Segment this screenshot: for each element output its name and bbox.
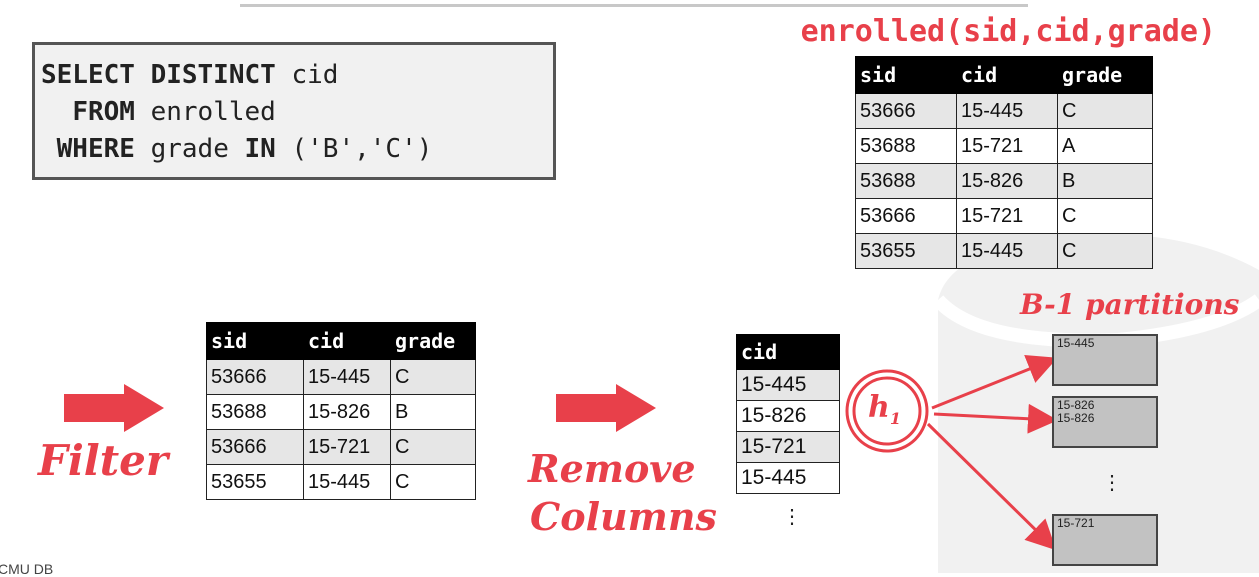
remove-columns-arrow-icon (556, 384, 656, 432)
in-keyword: IN (244, 134, 276, 164)
relation-title: enrolled(sid,cid,grade) (800, 14, 1216, 49)
sid-cell: 53666 (206, 429, 304, 465)
cid-cell: 15-721 (956, 128, 1058, 164)
table-row: 15-445 (736, 462, 840, 494)
grade-cell: C (1057, 93, 1153, 129)
projected-ellipsis: ⋮ (782, 506, 802, 528)
sid-cell: 53688 (855, 128, 957, 164)
partition-2: 15-826 15-826 (1052, 396, 1158, 448)
top-divider (240, 4, 1028, 7)
partition-1: 15-445 (1052, 334, 1158, 386)
cid-cell: 15-445 (736, 462, 840, 494)
sid-cell: 53666 (855, 93, 957, 129)
cid-cell: 15-721 (303, 429, 391, 465)
table-row: 53666 15-445 C (206, 359, 476, 395)
filter-arrow-icon (64, 384, 164, 432)
cid-cell: 15-826 (956, 163, 1058, 199)
column-header: sid (855, 56, 957, 94)
table-row: 53666 15-721 C (855, 198, 1153, 234)
table-row: 15-445 (736, 369, 840, 401)
table-row: 53666 15-445 C (855, 93, 1153, 129)
enrolled-table: sid cid grade 53666 15-445 C 53688 15-72… (855, 56, 1153, 269)
partition-entry: 15-826 (1057, 398, 1095, 412)
cid-cell: 15-445 (303, 464, 391, 500)
columns-label: Columns (530, 494, 717, 539)
table-row: 53688 15-826 B (206, 394, 476, 430)
column-header: cid (736, 334, 840, 370)
partition-3: 15-721 (1052, 514, 1158, 566)
sid-cell: 53688 (855, 163, 957, 199)
hash-function-label: h1 (868, 390, 901, 428)
cid-cell: 15-445 (303, 359, 391, 395)
table-row: 53655 15-445 C (206, 464, 476, 500)
sid-cell: 53666 (206, 359, 304, 395)
sql-query-box: SELECT DISTINCT cid FROM enrolled WHERE … (32, 42, 556, 180)
hash-subscript: 1 (889, 409, 901, 428)
partition-ellipsis: ⋮ (1102, 472, 1122, 494)
partition-entry: 15-826 (1057, 411, 1095, 425)
where-keyword: WHERE (56, 134, 135, 164)
in-list: ('B','C') (291, 134, 433, 164)
grade-cell: A (1057, 128, 1153, 164)
cid-cell: 15-445 (956, 93, 1058, 129)
column-header: cid (956, 56, 1058, 94)
where-column: grade (150, 134, 229, 164)
filtered-table: sid cid grade 53666 15-445 C 53688 15-82… (206, 322, 476, 500)
projected-table: cid 15-445 15-826 15-721 15-445 (736, 334, 840, 494)
sid-cell: 53666 (855, 198, 957, 234)
table-row: 53666 15-721 C (206, 429, 476, 465)
cid-cell: 15-445 (736, 369, 840, 401)
from-keyword: FROM (72, 97, 135, 127)
column-header: grade (1057, 56, 1153, 94)
cid-cell: 15-826 (303, 394, 391, 430)
footer-logo-text: CMU DB (0, 561, 54, 577)
sid-cell: 53655 (855, 233, 957, 269)
sid-cell: 53655 (206, 464, 304, 500)
remove-label: Remove (528, 446, 696, 491)
select-column: cid (291, 60, 339, 90)
table-row: 53688 15-826 B (855, 163, 1153, 199)
grade-cell: C (390, 464, 476, 500)
partition-entry: 15-445 (1057, 336, 1095, 350)
partitions-title: B-1 partitions (1020, 288, 1240, 321)
grade-cell: B (1057, 163, 1153, 199)
grade-cell: C (1057, 233, 1153, 269)
cid-cell: 15-721 (956, 198, 1058, 234)
grade-cell: B (390, 394, 476, 430)
cid-cell: 15-826 (736, 400, 840, 432)
grade-cell: C (1057, 198, 1153, 234)
grade-cell: C (390, 429, 476, 465)
filter-label: Filter (38, 436, 168, 485)
column-header: sid (206, 322, 304, 360)
hash-symbol: h (868, 390, 890, 425)
table-row: 53655 15-445 C (855, 233, 1153, 269)
table-row: 53688 15-721 A (855, 128, 1153, 164)
column-header: cid (303, 322, 391, 360)
select-keyword: SELECT DISTINCT (41, 60, 276, 90)
table-row: 15-826 (736, 400, 840, 432)
cid-cell: 15-445 (956, 233, 1058, 269)
partition-entry: 15-721 (1057, 516, 1095, 530)
from-table: enrolled (150, 97, 276, 127)
